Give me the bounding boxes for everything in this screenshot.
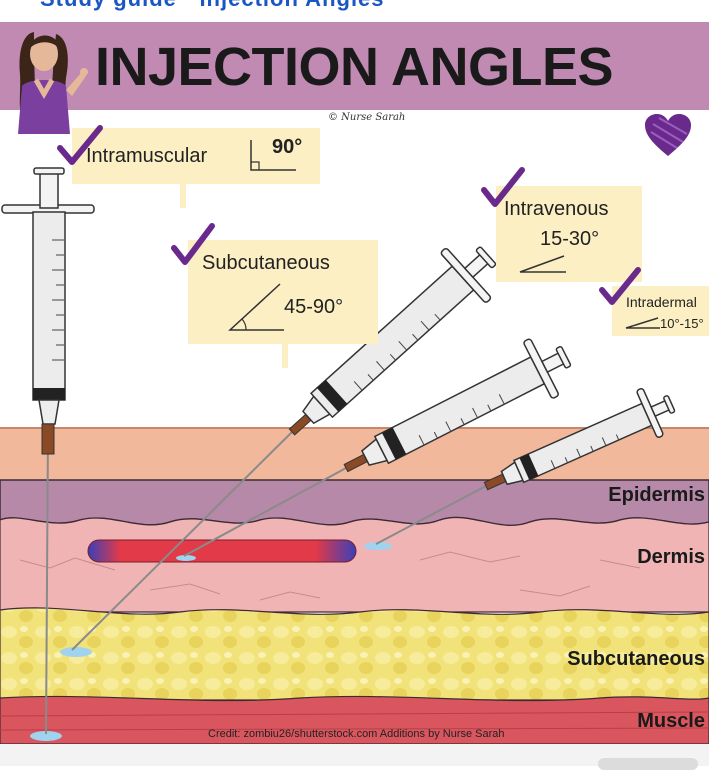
subcutaneous-layer — [0, 607, 709, 701]
fluid-drop-intradermal — [364, 542, 392, 550]
check-icon — [171, 223, 215, 265]
bottom-bar — [0, 744, 709, 766]
angle-15-30-icon — [519, 255, 566, 273]
fluid-drop-subcutaneous — [60, 647, 92, 657]
layer-label-subcutaneous: Subcutaneous — [567, 648, 705, 670]
label-box-intravenous — [496, 186, 642, 282]
label-connector-intramuscular — [180, 184, 186, 208]
angle-intravenous: 15-30° — [540, 228, 600, 250]
fluid-drop-intramuscular — [30, 731, 62, 741]
syringe-intravenous — [343, 338, 572, 473]
needle-intravenous — [183, 467, 347, 557]
nurse-avatar — [18, 32, 88, 134]
syringe-intramuscular — [1, 167, 95, 455]
dermis-texture — [19, 551, 641, 601]
needle-subcutaneous — [71, 431, 293, 651]
label-intramuscular: Intramuscular — [86, 145, 208, 167]
layer-label-muscle: Muscle — [637, 710, 705, 732]
check-icon — [57, 125, 103, 165]
syringe-intradermal — [483, 388, 676, 491]
fluid-drop-intravenous — [176, 555, 196, 561]
artist-signature: © Nurse Sarah — [328, 112, 406, 123]
label-subcutaneous: Subcutaneous — [202, 252, 330, 274]
label-box-intramuscular — [72, 128, 320, 184]
check-icon — [481, 167, 525, 207]
needle-intramuscular — [45, 429, 49, 735]
angle-10-15-icon — [625, 317, 660, 329]
angle-45-icon — [228, 283, 284, 331]
page-title: INJECTION ANGLES — [95, 37, 614, 97]
syringe-subcutaneous — [288, 246, 497, 436]
top-partial-header: Study guide · Injection Angles — [0, 0, 709, 14]
dermis-layer — [0, 516, 709, 613]
title-bar — [0, 22, 709, 110]
vein — [87, 539, 357, 563]
bottom-scroll-pill[interactable] — [598, 758, 698, 770]
image-credit: Credit: zombiu26/shutterstock.com Additi… — [208, 728, 505, 740]
label-connector-subcutaneous — [282, 344, 288, 368]
muscle-layer — [0, 695, 709, 745]
angle-intramuscular: 90° — [272, 136, 303, 158]
label-box-subcutaneous — [188, 240, 378, 344]
label-intradermal: Intradermal — [626, 294, 697, 310]
layer-label-dermis: Dermis — [637, 546, 705, 568]
angle-subcutaneous: 45-90° — [284, 296, 344, 318]
heart-icon — [645, 114, 691, 156]
check-icon — [599, 267, 641, 305]
needle-intradermal — [375, 485, 487, 545]
label-intravenous: Intravenous — [504, 198, 609, 220]
angle-intradermal: 10°-15° — [660, 316, 704, 331]
right-angle-icon — [250, 140, 296, 171]
top-partial-text: Study guide · Injection Angles — [40, 0, 385, 12]
layer-label-epidermis: Epidermis — [608, 484, 705, 506]
